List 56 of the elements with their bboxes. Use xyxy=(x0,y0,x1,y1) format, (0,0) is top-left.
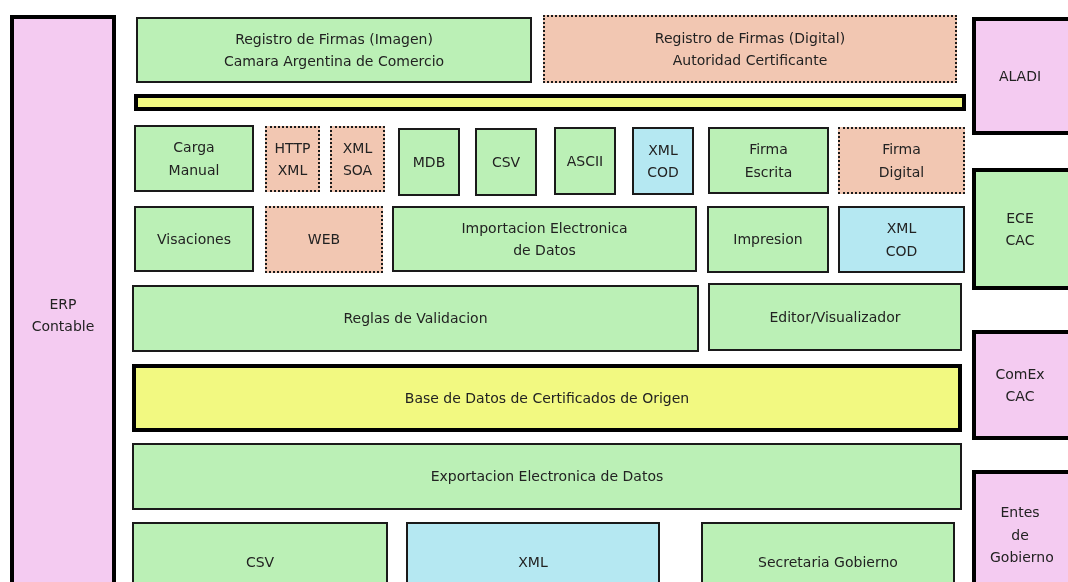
component-box xyxy=(134,206,254,272)
box-label: HTTP XML xyxy=(273,138,312,180)
component-box xyxy=(972,17,1068,135)
component-box xyxy=(632,127,694,195)
box-label: Editor/Visualizador xyxy=(769,307,901,327)
box-label: ASCII xyxy=(566,151,604,171)
component-box xyxy=(972,168,1068,290)
box-label: CSV xyxy=(491,152,521,172)
component-box xyxy=(392,206,697,272)
component-box xyxy=(265,206,383,273)
box-label: ALADI xyxy=(998,66,1042,86)
component-box xyxy=(475,128,537,196)
box-label: XML COD xyxy=(884,219,919,261)
component-box xyxy=(132,443,962,510)
divider-bar xyxy=(134,94,966,111)
box-label: Reglas de Validacion xyxy=(343,309,488,329)
component-box xyxy=(406,522,660,582)
component-box xyxy=(707,206,829,273)
component-box xyxy=(701,522,955,582)
box-label: Impresion xyxy=(733,230,803,250)
component-box xyxy=(330,126,385,192)
box-label: Registro de Firmas (Digital) Autoridad Certificante xyxy=(653,28,847,70)
component-box xyxy=(543,15,957,83)
component-box xyxy=(838,206,965,273)
box-label: XML COD xyxy=(646,140,680,182)
box-label: ComEx CAC xyxy=(994,364,1046,406)
component-box xyxy=(265,126,320,192)
component-box xyxy=(972,330,1068,440)
box-label: Carga Manual xyxy=(167,138,221,180)
box-label: Firma Escrita xyxy=(743,140,794,182)
box-label: Secretaria Gobierno xyxy=(758,552,898,572)
component-box xyxy=(398,128,460,196)
component-box xyxy=(132,364,962,432)
box-label: MDB xyxy=(412,152,446,172)
box-label: Registro de Firmas (Imagen) Camara Argentina de Comercio xyxy=(222,29,446,71)
box-label: Importacion Electronica de Datos xyxy=(460,218,629,260)
component-box xyxy=(972,470,1068,582)
box-label: Exportacion Electronica de Datos xyxy=(430,467,664,487)
box-label: Firma Digital xyxy=(877,140,926,182)
component-box xyxy=(10,15,116,582)
component-box xyxy=(132,285,699,352)
box-label: XML SOA xyxy=(341,138,374,180)
component-box xyxy=(708,127,829,194)
box-label: ERP Contable xyxy=(30,294,96,336)
box-label: ECE CAC xyxy=(1004,208,1036,250)
component-box xyxy=(838,127,965,194)
component-box xyxy=(132,522,388,582)
component-box xyxy=(708,283,962,351)
component-box xyxy=(554,127,616,195)
box-label: Base de Datos de Certificados de Origen xyxy=(404,388,690,408)
box-label: Visaciones xyxy=(157,229,231,249)
box-label: WEB xyxy=(307,230,341,250)
component-box xyxy=(136,17,532,83)
box-label: CSV xyxy=(245,552,275,572)
component-box xyxy=(134,125,254,192)
box-label: XML xyxy=(518,552,548,572)
